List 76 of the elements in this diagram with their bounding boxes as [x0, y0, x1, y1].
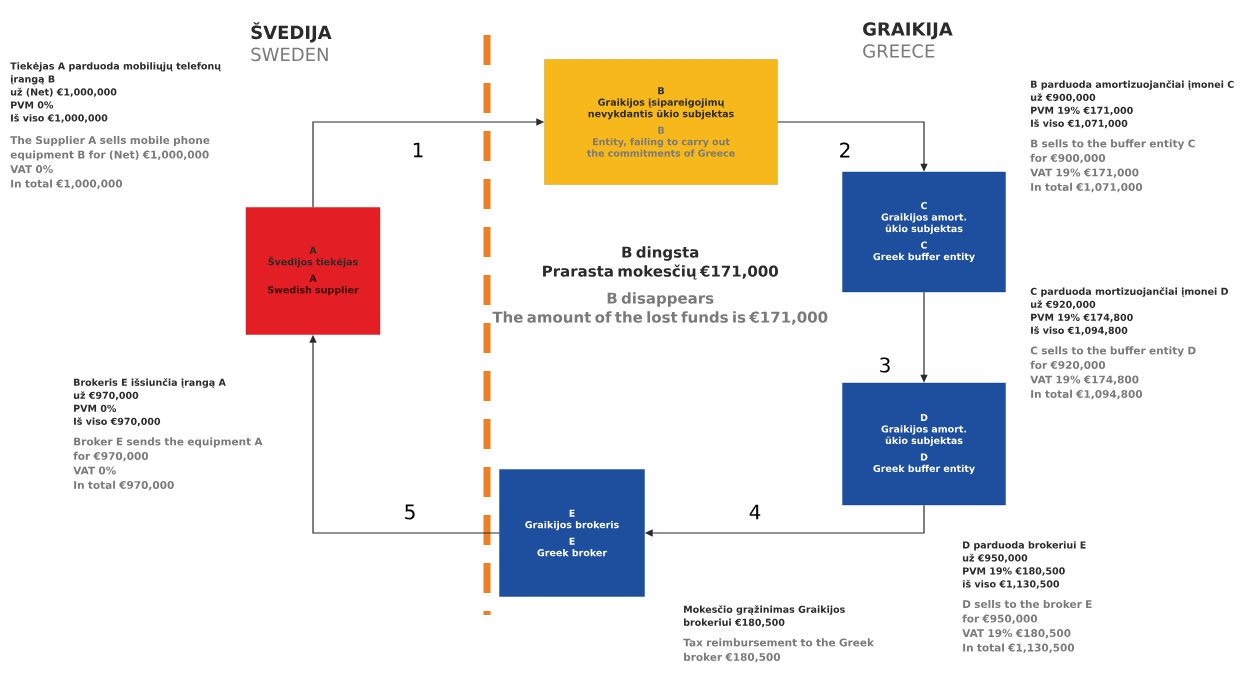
box-label: A	[309, 274, 317, 282]
box-label: C	[921, 241, 927, 249]
note-text: for €920,000	[1030, 360, 1106, 371]
note-text: D parduoda brokeriui E	[963, 541, 1086, 551]
note-text: for €950,000	[962, 614, 1038, 624]
note-text: In total €1,130,500	[963, 643, 1075, 653]
step-number: 4	[747, 503, 763, 521]
note-text: Mokesčio grąžinimas Graikijos brokeriui €180,500	[684, 605, 845, 628]
box-label: Graikijos amort. ūkio subjektas	[881, 425, 967, 446]
note-text: už €900,000	[1030, 93, 1096, 103]
note-text: GRAIKIJA	[863, 22, 953, 40]
note-text: In total €1,071,000	[1031, 182, 1143, 193]
note-text: B parduoda amortizuojančiai įmonei C	[1031, 80, 1234, 90]
note-text: ŠVEDIJA	[251, 22, 332, 43]
box-label: Greek buffer entity	[873, 464, 975, 474]
note-text: Iš viso €1,000,000	[11, 113, 108, 123]
box-label: Greek broker	[537, 548, 607, 557]
box-label: Švedijos tiekėjas	[268, 256, 358, 268]
note-text: VAT 19% €180,500	[962, 629, 1071, 639]
box-label: E	[569, 537, 575, 545]
entity-box	[842, 382, 1006, 506]
box-label: Graikijos amort. ūkio subjektas	[881, 213, 967, 235]
note-text: In total €1,094,800	[1031, 389, 1143, 400]
note-text: B disappears	[607, 292, 714, 307]
box-label: B	[658, 126, 664, 134]
note-text: iš viso €1,130,500	[963, 579, 1060, 589]
note-text: Iš viso €970,000	[74, 417, 161, 427]
box-label: A	[309, 246, 317, 254]
step-number: 3	[877, 356, 893, 374]
box-label: B	[658, 87, 664, 95]
note-text: D sells to the broker E	[963, 599, 1092, 609]
note-text: už (Net) €1,000,000	[10, 87, 117, 97]
note-text: GREECE	[863, 44, 935, 58]
note-text: B dingsta	[622, 246, 699, 261]
note-text: PVM 19% €174,800	[1031, 313, 1133, 323]
note-text: B sells to the buffer entity C	[1031, 139, 1195, 150]
note-text: PVM 19% €171,000	[1031, 106, 1133, 116]
box-label: D	[920, 453, 928, 461]
note-text: In total €1,000,000	[11, 179, 123, 189]
box-label: Greek buffer entity	[873, 252, 975, 263]
step-number: 2	[837, 141, 853, 159]
note-text: PVM 19% €180,500	[963, 567, 1065, 576]
note-text: Broker E sends the equipment A for €970,000	[73, 437, 263, 462]
box-label: C	[921, 201, 927, 210]
box-label: Swedish supplier	[268, 286, 359, 296]
note-text: Iš viso €1,071,000	[1031, 119, 1128, 129]
entity-box	[499, 469, 645, 597]
note-text: PVM 0%	[74, 404, 117, 412]
note-text: už €970,000	[73, 391, 139, 401]
box-label: D	[920, 414, 928, 421]
note-text: Brokeris E išsiunčia įrangą A	[74, 378, 226, 388]
note-text: SWEDEN	[251, 47, 328, 62]
entity-box	[245, 207, 381, 335]
note-text: C sells to the buffer entity D	[1030, 346, 1196, 357]
note-text: C parduoda mortizuojančiai įmonei D už €920,000	[1030, 287, 1228, 310]
note-text: for €900,000	[1030, 153, 1106, 164]
note-text: In total €970,000	[74, 480, 174, 491]
step-number: 1	[410, 141, 426, 159]
note-text: VAT 19% €174,800	[1030, 375, 1139, 385]
note-text: The Supplier A sells mobile phone equipment B for (Net) €1,000,000	[10, 135, 210, 161]
note-text: VAT 0%	[73, 466, 116, 475]
note-text: Tax reimbursement to the Greek broker €180,500	[683, 638, 875, 663]
box-label: Entity, failing to carry out the commitments of Greece	[586, 137, 735, 157]
note-text: Prarasta mokesčių €171,000	[543, 264, 778, 280]
note-text: The amount of the lost funds is €171,000	[492, 311, 828, 325]
entity-box	[544, 59, 778, 185]
box-label: E	[569, 509, 575, 517]
entity-box	[842, 171, 1006, 293]
note-text: VAT 19% €171,000	[1030, 168, 1139, 178]
note-text: VAT 0%	[10, 165, 53, 174]
box-label: Graikijos brokeris	[525, 520, 619, 531]
step-number: 5	[402, 503, 418, 521]
note-text: už €950,000	[962, 553, 1028, 563]
note-text: PVM 0%	[11, 101, 54, 109]
note-text: Iš viso €1,094,800	[1031, 326, 1128, 336]
box-label: Graikijos įsipareigojimų nevykdantis ūkio subjektas	[588, 98, 734, 120]
